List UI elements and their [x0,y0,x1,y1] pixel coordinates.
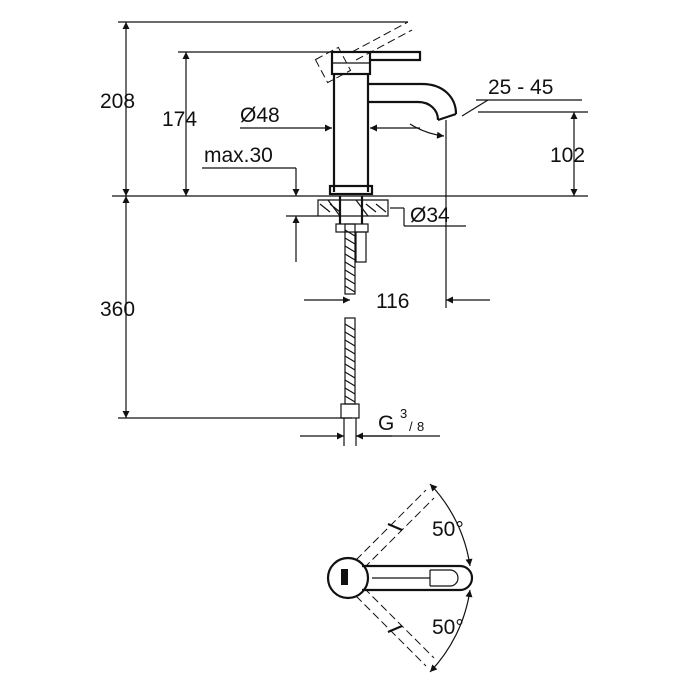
dim-label-hole-diameter: Ø34 [410,204,450,227]
dim-label-angle-top: 50° [432,518,464,541]
mounting-assembly [317,196,389,263]
rotation-arc [409,123,445,139]
dim-label-body-diameter: Ø48 [240,104,280,127]
angle-arc-top [429,483,473,567]
lever-rotated-down-tick [387,624,403,634]
dim-label-height-spout: 174 [162,108,197,131]
leader-rotation-diagonal [461,99,489,117]
dim-label-connection-numerator: 3 [400,406,407,421]
dim-label-hose-length: 360 [100,298,135,321]
dim-label-connection-denominator: 8 [417,419,424,434]
top-view: 50° 50° [326,483,474,673]
angle-arc-bottom [429,589,473,673]
lever-rotated-down-b [363,587,435,659]
dim-label-angle-bottom: 50° [432,616,464,639]
lever-top-outline [362,564,474,592]
dim-label-projection: 116 [376,290,409,313]
supply-hose [340,223,360,446]
faucet-top-mark [341,569,348,585]
lever-raised-outline [314,21,413,84]
dim-label-spout-height: 102 [550,144,585,167]
lever-tip-detail [429,569,459,587]
fraction-slash: / [409,419,413,434]
faucet-top-circle [326,556,370,600]
dim-label-max-thickness: max.30 [204,144,273,167]
dim-label-connection-prefix: G [378,412,394,435]
dim-label-height-total: 208 [100,90,135,113]
lever-rotated-up-tick [387,522,403,532]
side-view: 208 174 Ø48 max.30 25 - 45 102 Ø34 360 [100,21,588,446]
lever-rotated-up-b [363,497,435,569]
dim-label-rotation-range: 25 - 45 [488,76,553,99]
faucet-body [328,50,458,196]
